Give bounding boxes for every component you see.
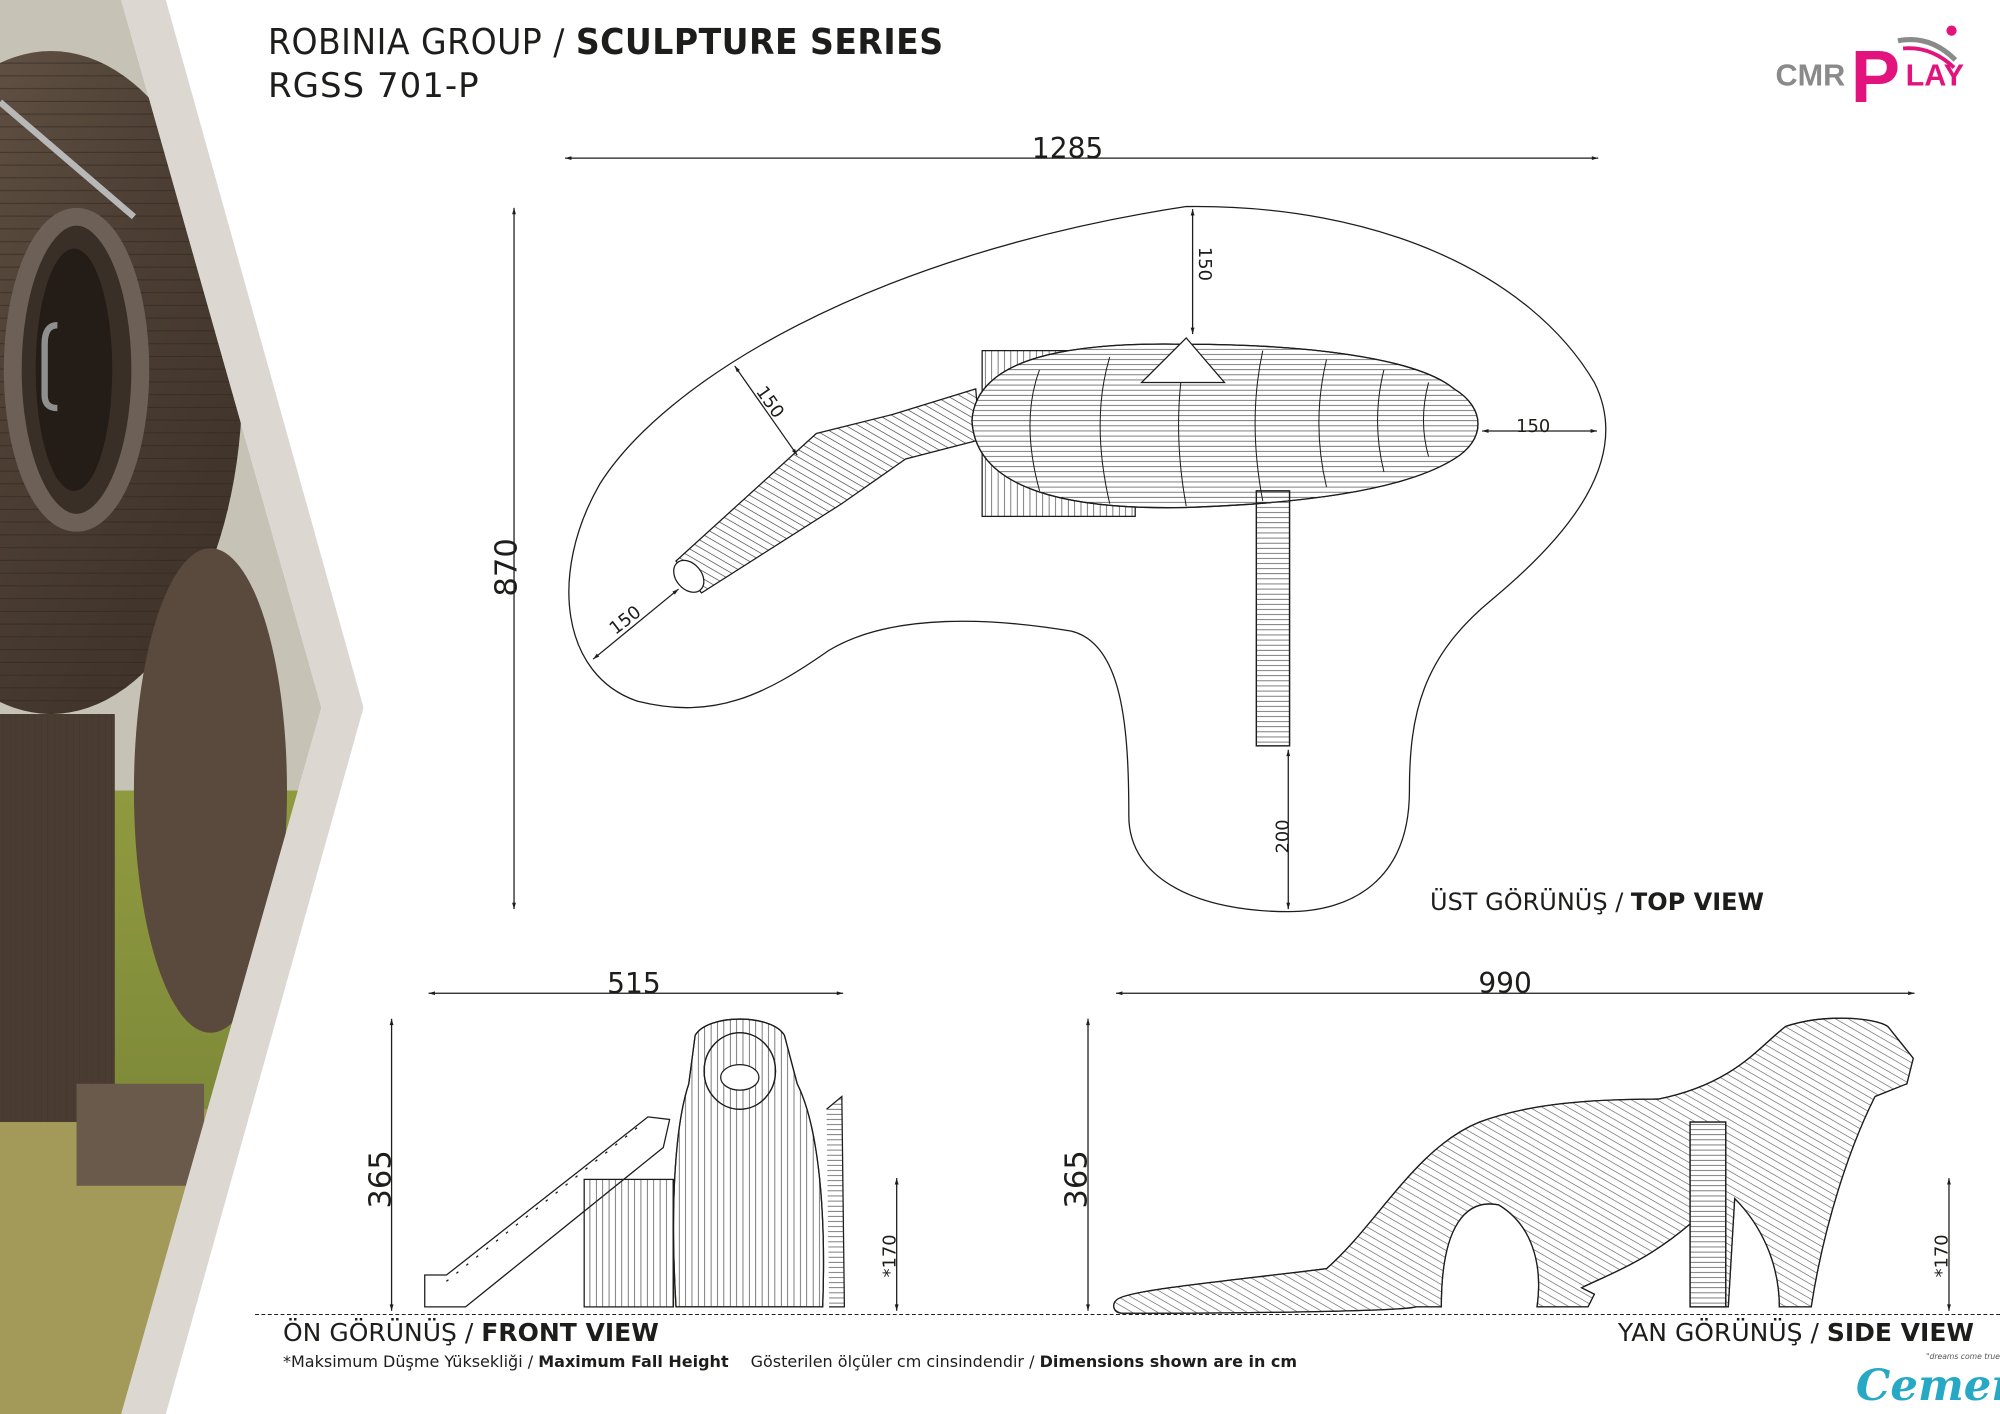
top-view-label: ÜST GÖRÜNÜŞ / TOP VIEW bbox=[1430, 888, 1764, 916]
dim-depth: 870 bbox=[490, 538, 525, 596]
cemer-wordmark: Cemer bbox=[1856, 1360, 2000, 1411]
dim-width: 1285 bbox=[1032, 132, 1103, 165]
dim-clearance-left-upper: 150 bbox=[751, 382, 788, 422]
dim-clearance-left-lower: 150 bbox=[606, 602, 646, 640]
logo-lay: LAY bbox=[1906, 58, 1964, 92]
product-photo bbox=[0, 0, 322, 1414]
dim-side-height: 365 bbox=[1060, 1150, 1095, 1208]
porthole bbox=[3, 207, 150, 532]
footer-notes: *Maksimum Düşme Yüksekliği / Maximum Fal… bbox=[283, 1352, 1297, 1371]
safety-zone-outline bbox=[568, 205, 1607, 913]
dim-front-fall-height: *170 bbox=[879, 1234, 900, 1277]
side-view-label: YAN GÖRÜNÜŞ / SIDE VIEW bbox=[1618, 1318, 1974, 1347]
front-view-label: ÖN GÖRÜNÜŞ / FRONT VIEW bbox=[283, 1318, 659, 1347]
side-view bbox=[1086, 991, 1951, 1314]
side-view-dimensions: 990 365 *170 bbox=[1060, 967, 1953, 1277]
cemer-tagline: "dreams come true" bbox=[1926, 1352, 2000, 1361]
side-view-label-tr: YAN GÖRÜNÜŞ / bbox=[1617, 1318, 1827, 1347]
side-view-label-en: SIDE VIEW bbox=[1826, 1318, 1974, 1347]
dim-clearance-top: 150 bbox=[1194, 247, 1215, 281]
tail-top bbox=[673, 388, 981, 594]
units-note-tr: Gösterilen ölçüler cm cinsindendir / bbox=[750, 1352, 1040, 1371]
fall-height-note-en: Maximum Fall Height bbox=[538, 1352, 729, 1371]
front-view bbox=[389, 991, 899, 1311]
lion-front bbox=[672, 1018, 825, 1308]
logo-cmr: CMR bbox=[1776, 58, 1846, 92]
page-title: ROBINIA GROUP / SCULPTURE SERIES bbox=[268, 22, 944, 63]
dim-front-height: 365 bbox=[363, 1150, 398, 1208]
dim-side-fall-height: *170 bbox=[1932, 1234, 1953, 1277]
top-view bbox=[512, 156, 1607, 913]
front-view-label-tr: ÖN GÖRÜNÜŞ / bbox=[283, 1318, 482, 1347]
cemer-logo: Cemer "dreams come true" bbox=[1856, 1352, 2000, 1411]
title-series-group: ROBINIA GROUP / bbox=[268, 22, 576, 63]
slide-top bbox=[1255, 490, 1291, 747]
top-view-label-en: TOP VIEW bbox=[1630, 888, 1765, 916]
dim-side-width: 990 bbox=[1478, 967, 1532, 1000]
animal-side bbox=[1113, 1017, 1914, 1314]
dim-clearance-bottom: 200 bbox=[1272, 819, 1293, 853]
slide-front bbox=[424, 1116, 671, 1308]
top-view-label-tr: ÜST GÖRÜNÜŞ / bbox=[1430, 888, 1631, 916]
fall-height-note-tr: *Maksimum Düşme Yüksekliği / bbox=[283, 1352, 539, 1371]
chevron-band bbox=[121, 0, 364, 1414]
title-series-name: SCULPTURE SERIES bbox=[575, 22, 944, 63]
logo-p: P bbox=[1851, 35, 1900, 118]
cmrplay-logo: CMR P LAY bbox=[1776, 25, 1964, 118]
product-code: RGSS 701-P bbox=[268, 66, 480, 106]
dim-front-width: 515 bbox=[607, 967, 661, 1000]
front-view-label-en: FRONT VIEW bbox=[481, 1318, 659, 1347]
front-view-dimensions: 515 365 *170 bbox=[363, 967, 900, 1277]
units-note-en: Dimensions shown are in cm bbox=[1039, 1352, 1298, 1371]
dim-clearance-right: 150 bbox=[1516, 416, 1550, 437]
